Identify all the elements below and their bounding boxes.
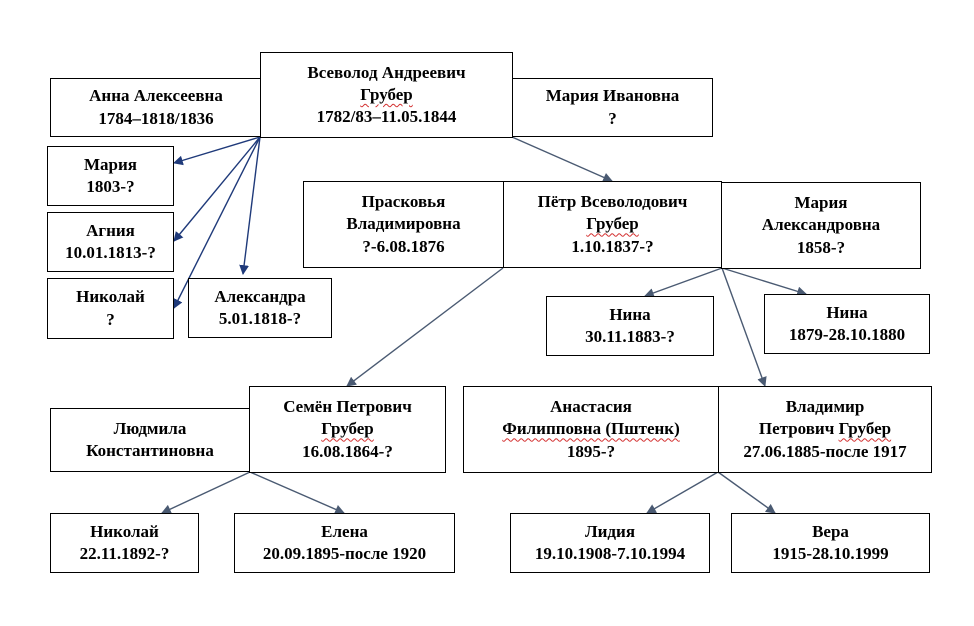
person-name: Николай xyxy=(76,287,145,307)
arrow-vsevolod-to-maria xyxy=(173,136,261,166)
person-dates: 1784–1818/1836 xyxy=(98,108,214,128)
person-name: Анна Алексеевна xyxy=(89,86,223,106)
arrow-vsevolod-to-agniya xyxy=(173,136,261,242)
person-dates: 1.10.1837-? xyxy=(571,236,654,256)
person-name: Мария xyxy=(794,193,848,213)
person-box-vera: Вера 1915-28.10.1999 xyxy=(731,513,930,573)
person-name: Агния xyxy=(86,220,135,240)
person-dates: 1895-? xyxy=(566,441,616,461)
person-box-anastasia: Анастасия Филипповна (Пштенк) 1895-? xyxy=(463,386,719,473)
person-name: Владимир xyxy=(785,397,865,417)
person-box-vladimir: Владимир Петрович Грубер 27.06.1885-посл… xyxy=(718,386,932,473)
person-name: Нина xyxy=(609,304,651,324)
person-patronymic: Константиновна xyxy=(86,441,214,460)
person-dates: 16.08.1864-? xyxy=(302,441,393,461)
person-box-maria-ivanovna: Мария Ивановна ? xyxy=(512,78,713,137)
person-box-nina-1883: Нина 30.11.1883-? xyxy=(546,296,714,356)
person-dates: ?-6.08.1876 xyxy=(362,236,445,256)
person-dates: 1858-? xyxy=(796,237,846,257)
person-dates: 1782/83–11.05.1844 xyxy=(316,107,457,127)
arrow-vladimir-to-vera xyxy=(717,471,776,514)
person-box-lyudmila: Людмила Константиновна xyxy=(50,408,250,472)
arrow-petr-to-vladimir xyxy=(721,267,767,387)
arrow-vladimir-to-lidiya xyxy=(646,471,719,514)
person-box-petr: Пётр Всеволодович Грубер 1.10.1837-? xyxy=(503,181,722,268)
person-name: Людмила xyxy=(113,418,187,438)
person-name: Прасковья xyxy=(361,192,446,212)
person-dates: 5.01.1818-? xyxy=(218,309,302,328)
person-dates: 20.09.1895-после 1920 xyxy=(262,544,427,563)
person-name: Александра xyxy=(214,286,306,306)
person-name: Анастасия xyxy=(550,397,632,417)
person-dates: 1803-? xyxy=(86,177,135,196)
person-name: Мария Ивановна xyxy=(545,86,680,106)
person-dates: 27.06.1885-после 1917 xyxy=(743,441,907,461)
person-dates: 1915-28.10.1999 xyxy=(772,544,889,563)
arrow-petr-to-nina2 xyxy=(721,267,807,297)
person-patronymic: Александровна xyxy=(761,215,881,235)
person-name: Мария xyxy=(84,154,137,174)
person-box-praskovya: Прасковья Владимировна ?-6.08.1876 xyxy=(303,181,504,268)
person-name: Вера xyxy=(812,521,849,541)
person-name: Всеволод Андреевич xyxy=(307,62,466,82)
arrow-petr-to-semen xyxy=(346,267,504,387)
arrow-petr-to-nina1 xyxy=(644,267,723,298)
person-patronymic-text: Филипповна (Пштенк) xyxy=(502,419,680,439)
person-box-nikolay-1892: Николай 22.11.1892-? xyxy=(50,513,199,573)
person-dates: ? xyxy=(608,108,617,128)
person-patronymic: Петрович xyxy=(758,419,839,439)
person-box-anna: Анна Алексеевна 1784–1818/1836 xyxy=(50,78,262,137)
person-box-vsevolod: Всеволод Андреевич Грубер 1782/83–11.05.… xyxy=(260,52,513,138)
person-surname: Грубер xyxy=(586,214,639,234)
person-box-maria: Мария 1803-? xyxy=(47,146,174,206)
person-box-semen: Семён Петрович Грубер 16.08.1864-? xyxy=(249,386,446,473)
person-patronymic: Владимировна xyxy=(346,214,461,234)
person-box-lidiya: Лидия 19.10.1908-7.10.1994 xyxy=(510,513,710,573)
person-box-agniya: Агния 10.01.1813-? xyxy=(47,212,174,272)
person-patronymic-line: Петрович Грубер xyxy=(759,418,891,440)
person-name: Пётр Всеволодович xyxy=(537,192,688,212)
person-dates: ? xyxy=(106,309,115,329)
person-box-nina-1879: Нина 1879-28.10.1880 xyxy=(764,294,930,354)
person-dates: 1879-28.10.1880 xyxy=(788,325,906,344)
person-dates: 19.10.1908-7.10.1994 xyxy=(534,544,686,563)
arrow-semen-to-nikolay xyxy=(161,471,251,514)
person-name: Лидия xyxy=(584,521,636,541)
arrow-vsevolod-to-aleksandra xyxy=(239,136,261,275)
person-box-nikolay: Николай ? xyxy=(47,278,174,339)
person-name: Семён Петрович xyxy=(283,397,412,417)
person-surname: Грубер xyxy=(838,419,892,439)
person-box-aleksandra: Александра 5.01.1818-? xyxy=(188,278,332,338)
person-box-elena: Елена 20.09.1895-после 1920 xyxy=(234,513,455,573)
person-surname: Грубер xyxy=(360,84,413,104)
person-dates: 30.11.1883-? xyxy=(585,327,675,346)
person-box-maria-aleksandrovna: Мария Александровна 1858-? xyxy=(721,182,921,269)
person-name: Николай xyxy=(90,521,159,541)
person-name: Елена xyxy=(321,521,368,541)
arrow-vsevolod-to-petr xyxy=(511,136,613,182)
person-dates: 10.01.1813-? xyxy=(65,243,156,262)
person-dates: 22.11.1892-? xyxy=(79,544,170,563)
arrow-semen-to-elena xyxy=(249,471,345,514)
person-name: Нина xyxy=(826,302,868,322)
person-surname: Грубер xyxy=(321,419,374,439)
person-patronymic: Филипповна (Пштенк) xyxy=(502,418,680,440)
